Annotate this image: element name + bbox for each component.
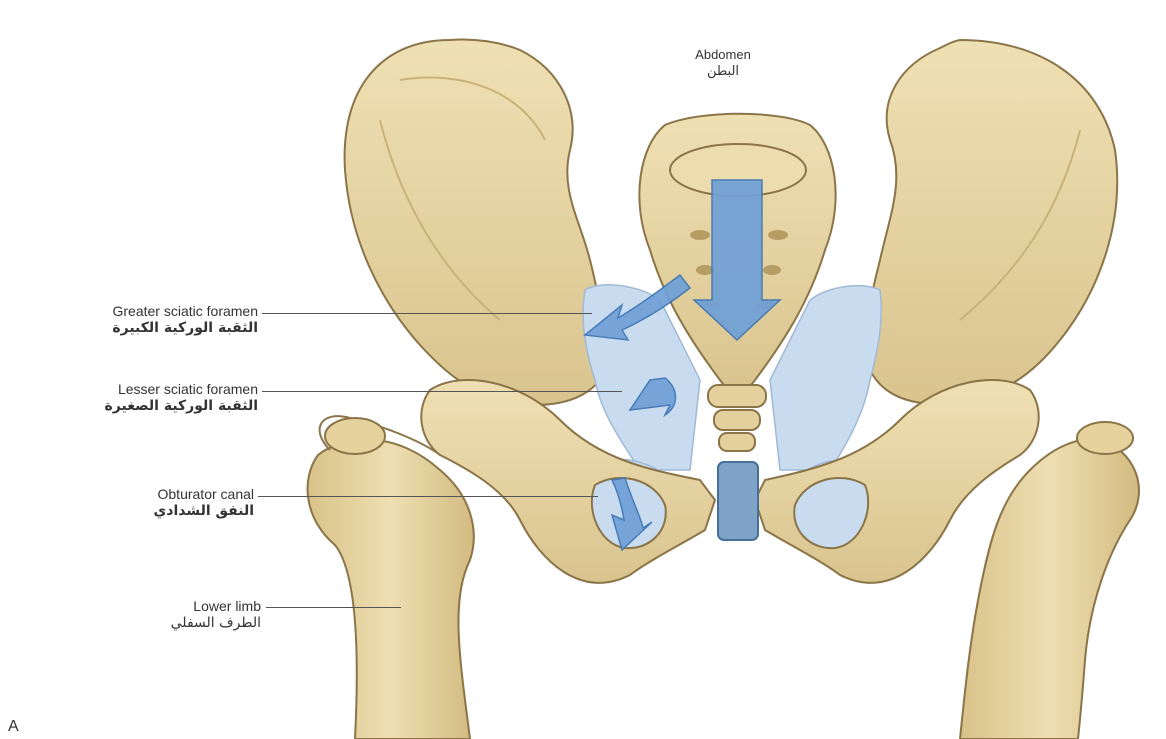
abdomen-label-en: Abdomen	[668, 46, 778, 63]
lesser-sciatic-foramen-label-en: Lesser sciatic foramen	[105, 381, 258, 398]
greater-sciatic-foramen-label: Greater sciatic foramen الثقبة الوركية ا…	[112, 303, 258, 337]
coccyx	[708, 385, 766, 451]
right-iliac-wing	[866, 40, 1117, 404]
obturator-canal-label: Obturator canal النفق الشدادي	[153, 486, 254, 520]
panel-letter: A	[8, 718, 19, 735]
lesser-sciatic-foramen-label: Lesser sciatic foramen الثقبة الوركية ال…	[105, 381, 258, 415]
lower-limb-label-en: Lower limb	[171, 598, 261, 615]
obturator-canal-label-en: Obturator canal	[153, 486, 254, 503]
greater-sciatic-leader	[262, 313, 592, 314]
left-iliac-wing	[345, 39, 605, 404]
obturator-canal-label-ar: النفق الشدادي	[153, 503, 254, 520]
greater-sciatic-foramen-label-en: Greater sciatic foramen	[112, 303, 258, 320]
lower-limb-leader	[266, 607, 401, 608]
abdomen-label-ar: البطن	[668, 63, 778, 80]
lesser-sciatic-foramen-label-ar: الثقبة الوركية الصغيرة	[105, 398, 258, 415]
left-femur	[308, 416, 474, 739]
lower-limb-label-ar: الطرف السفلي	[171, 615, 261, 632]
lower-limb-label: Lower limb الطرف السفلي	[171, 598, 261, 632]
abdomen-label: Abdomen البطن	[668, 46, 778, 80]
lesser-sciatic-leader	[262, 391, 622, 392]
greater-sciatic-foramen-label-ar: الثقبة الوركية الكبيرة	[112, 320, 258, 337]
obturator-leader	[258, 496, 598, 497]
pubic-symphysis	[718, 462, 758, 540]
